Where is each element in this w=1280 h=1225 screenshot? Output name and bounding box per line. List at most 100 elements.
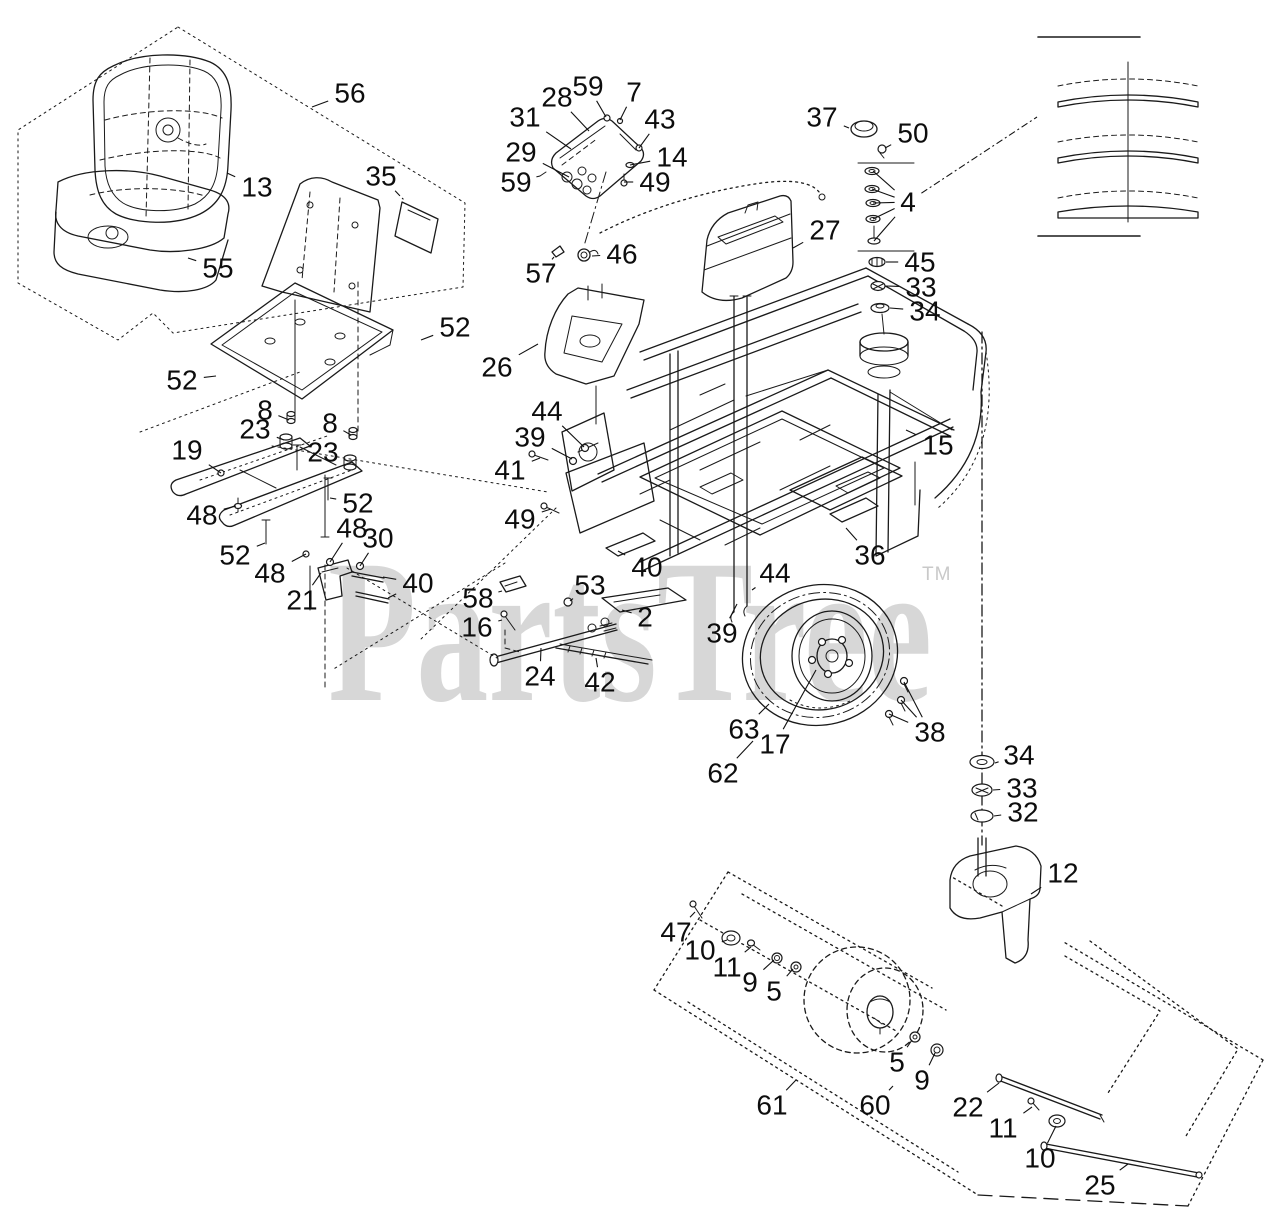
leader-line-38 bbox=[903, 681, 923, 718]
construction-lines bbox=[271, 445, 557, 671]
callout-22: 22 bbox=[952, 1092, 983, 1123]
leader-line-50 bbox=[884, 144, 892, 149]
leader-line-41 bbox=[531, 457, 541, 462]
leader-line-59 bbox=[536, 175, 541, 178]
callout-48: 48 bbox=[336, 513, 367, 544]
leader-line-48 bbox=[223, 505, 237, 510]
leader-line-62 bbox=[736, 740, 754, 759]
leader-line-9 bbox=[928, 1052, 936, 1066]
callout-10: 10 bbox=[684, 935, 715, 966]
callout-9: 9 bbox=[742, 967, 758, 998]
callout-56: 56 bbox=[334, 78, 365, 109]
callout-39: 39 bbox=[514, 422, 545, 453]
callout-31: 31 bbox=[509, 102, 540, 133]
leader-line-39 bbox=[551, 447, 573, 460]
callout-38: 38 bbox=[914, 717, 945, 748]
callout-44: 44 bbox=[531, 396, 562, 427]
leader-line-48 bbox=[291, 553, 307, 562]
leader-line-5 bbox=[906, 1039, 913, 1048]
leader-line-35 bbox=[394, 190, 405, 201]
callout-40: 40 bbox=[402, 568, 433, 599]
callout-25: 25 bbox=[1084, 1170, 1115, 1201]
callout-39: 39 bbox=[706, 618, 737, 649]
caster-wheel-rim bbox=[789, 610, 873, 709]
leader-line-8 bbox=[343, 430, 352, 436]
leader-line-37 bbox=[843, 125, 850, 129]
callout-7: 7 bbox=[626, 77, 642, 108]
deck-hardware bbox=[689, 900, 1203, 1179]
leader-line-52 bbox=[256, 542, 266, 547]
callout-13: 13 bbox=[241, 172, 272, 203]
leader-line-52 bbox=[420, 334, 434, 341]
leader-line-56 bbox=[311, 100, 329, 108]
leader-line-40 bbox=[617, 550, 626, 556]
leader-line-2 bbox=[621, 609, 632, 614]
console-bracket bbox=[544, 283, 645, 425]
callout-16: 16 bbox=[461, 612, 492, 643]
leader-line-27 bbox=[792, 241, 804, 249]
callout-2: 2 bbox=[637, 602, 653, 633]
callout-26: 26 bbox=[481, 352, 512, 383]
leader-line-63 bbox=[758, 703, 770, 715]
leader-line-55 bbox=[187, 257, 197, 262]
leader-line-4 bbox=[872, 170, 895, 191]
callout-17: 17 bbox=[759, 729, 790, 760]
callout-33: 33 bbox=[905, 272, 936, 303]
leader-line-4 bbox=[921, 116, 1038, 194]
diagram-line-art bbox=[17, 26, 1264, 1207]
callout-10: 10 bbox=[1024, 1143, 1055, 1174]
callout-47: 47 bbox=[660, 917, 691, 948]
leader-line-36 bbox=[845, 527, 858, 541]
callout-4: 4 bbox=[900, 187, 916, 218]
leader-line-31 bbox=[545, 131, 572, 150]
callout-59: 59 bbox=[572, 71, 603, 102]
shoulder-bolt-8b bbox=[348, 426, 358, 441]
caster-pivot-axis bbox=[969, 331, 995, 846]
callout-24: 24 bbox=[524, 661, 555, 692]
leader-line-40 bbox=[382, 576, 397, 580]
leader-line-49 bbox=[541, 508, 552, 513]
callout-8: 8 bbox=[257, 395, 273, 426]
leader-line-10 bbox=[1046, 1125, 1057, 1144]
callout-55: 55 bbox=[202, 253, 233, 284]
leader-line-43 bbox=[638, 133, 650, 149]
leader-line-46 bbox=[591, 254, 601, 257]
callout-52: 52 bbox=[219, 540, 250, 571]
callout-34: 34 bbox=[909, 296, 940, 327]
leader-line-22 bbox=[986, 1082, 1000, 1093]
leader-line-52 bbox=[203, 375, 217, 378]
disc-spring-detail bbox=[1037, 36, 1199, 237]
leader-line-11 bbox=[1023, 1106, 1033, 1114]
callout-15: 15 bbox=[922, 430, 953, 461]
lug-bolts-38 bbox=[884, 676, 909, 726]
seat-kit-boundary bbox=[17, 26, 466, 433]
leader-line-4 bbox=[872, 201, 895, 204]
callout-35: 35 bbox=[365, 161, 396, 192]
cable-end bbox=[818, 193, 826, 201]
watermark-tm: TM bbox=[922, 564, 951, 585]
callout-52: 52 bbox=[439, 312, 470, 343]
leader-line-26 bbox=[518, 343, 539, 356]
leader-line-5 bbox=[786, 968, 794, 977]
leader-line-24 bbox=[539, 647, 542, 662]
callout-29: 29 bbox=[505, 137, 536, 168]
callout-32: 32 bbox=[1007, 797, 1038, 828]
callout-40: 40 bbox=[631, 552, 662, 583]
leader-line-53 bbox=[569, 598, 574, 602]
leader-line-60 bbox=[888, 1085, 894, 1091]
caster-mount bbox=[949, 837, 1042, 964]
callout-14: 14 bbox=[656, 142, 687, 173]
callout-30: 30 bbox=[362, 523, 393, 554]
leader-line-29 bbox=[542, 162, 570, 178]
callout-61: 61 bbox=[756, 1090, 787, 1121]
leader-line-42 bbox=[595, 657, 599, 668]
seat-stop-plate bbox=[394, 201, 439, 254]
control-cable bbox=[599, 180, 822, 234]
callout-37: 37 bbox=[806, 102, 837, 133]
callout-28: 28 bbox=[541, 82, 572, 113]
callout-45: 45 bbox=[904, 247, 935, 278]
callout-48: 48 bbox=[186, 500, 217, 531]
callout-23: 23 bbox=[239, 414, 270, 445]
